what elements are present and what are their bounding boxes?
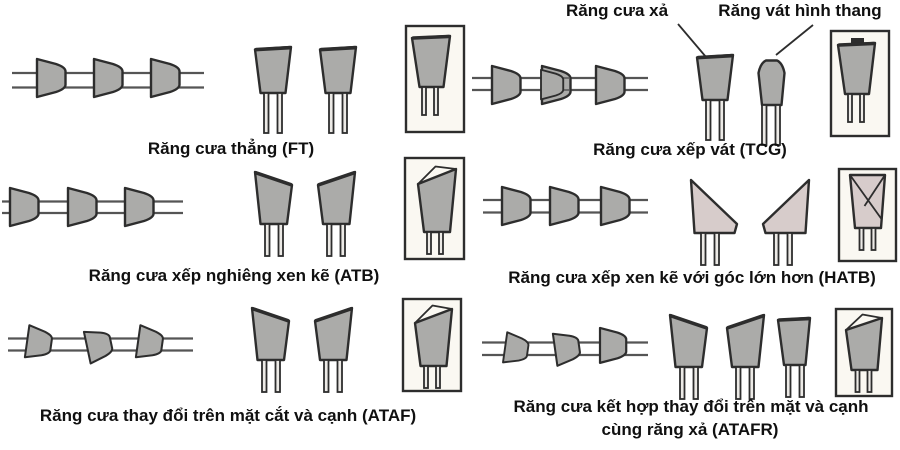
callout-pointer-lines bbox=[677, 23, 814, 58]
panel-ft bbox=[12, 24, 466, 134]
caption-atafr-line2: cùng răng xả (ATAFR) bbox=[601, 420, 779, 439]
caption-ft: Răng cưa thẳng (FT) bbox=[147, 139, 315, 158]
ataf-side-view bbox=[23, 324, 166, 365]
hatb-box-icon bbox=[837, 167, 898, 263]
label-trapezoid-tooth: Răng vát hình thang bbox=[718, 1, 882, 20]
atb-front-tooth-left bbox=[253, 170, 294, 257]
tcg-side-view bbox=[490, 64, 626, 106]
atafr-front-tooth-flat bbox=[776, 316, 812, 398]
panel-atafr bbox=[482, 307, 894, 400]
atafr-front-tooth-left bbox=[668, 313, 709, 400]
ft-front-tooth-2 bbox=[318, 45, 358, 134]
tcg-box-icon bbox=[829, 29, 891, 138]
ft-front-tooth-1 bbox=[253, 45, 293, 134]
hatb-front-tooth-right bbox=[761, 178, 811, 266]
ataf-front-tooth-left bbox=[250, 306, 291, 393]
tcg-trapezoid-tooth bbox=[757, 59, 786, 146]
caption-atb: Răng cưa xếp nghiêng xen kẽ (ATB) bbox=[88, 266, 380, 285]
tcg-raker-tooth bbox=[695, 53, 735, 141]
panel-tcg bbox=[472, 23, 891, 146]
ft-box-icon bbox=[404, 24, 466, 134]
panel-ataf bbox=[8, 297, 463, 393]
ataf-box-icon bbox=[401, 297, 463, 393]
caption-ataf: Răng cưa thay đổi trên mặt cắt và cạnh (… bbox=[39, 406, 417, 425]
hatb-side-view bbox=[500, 185, 631, 227]
atb-front-tooth-right bbox=[316, 170, 357, 257]
atb-box-icon bbox=[403, 156, 466, 261]
caption-hatb: Răng cưa xếp xen kẽ với góc lớn hơn (HAT… bbox=[508, 268, 876, 287]
atafr-box-icon bbox=[834, 307, 894, 398]
label-raker-tooth: Răng cưa xả bbox=[565, 1, 669, 20]
atafr-side-view bbox=[502, 326, 628, 367]
hatb-front-tooth-left bbox=[689, 178, 739, 266]
caption-tcg: Răng cưa xếp vát (TCG) bbox=[593, 140, 787, 159]
ataf-front-tooth-right bbox=[313, 306, 354, 393]
panel-hatb bbox=[483, 167, 898, 266]
atb-side-view bbox=[8, 186, 155, 228]
caption-atafr-line1: Răng cưa kết hợp thay đổi trên mặt và cạ… bbox=[513, 397, 869, 416]
atafr-front-tooth-right bbox=[725, 313, 766, 400]
ft-side-view bbox=[35, 57, 181, 99]
panel-atb bbox=[2, 156, 466, 261]
